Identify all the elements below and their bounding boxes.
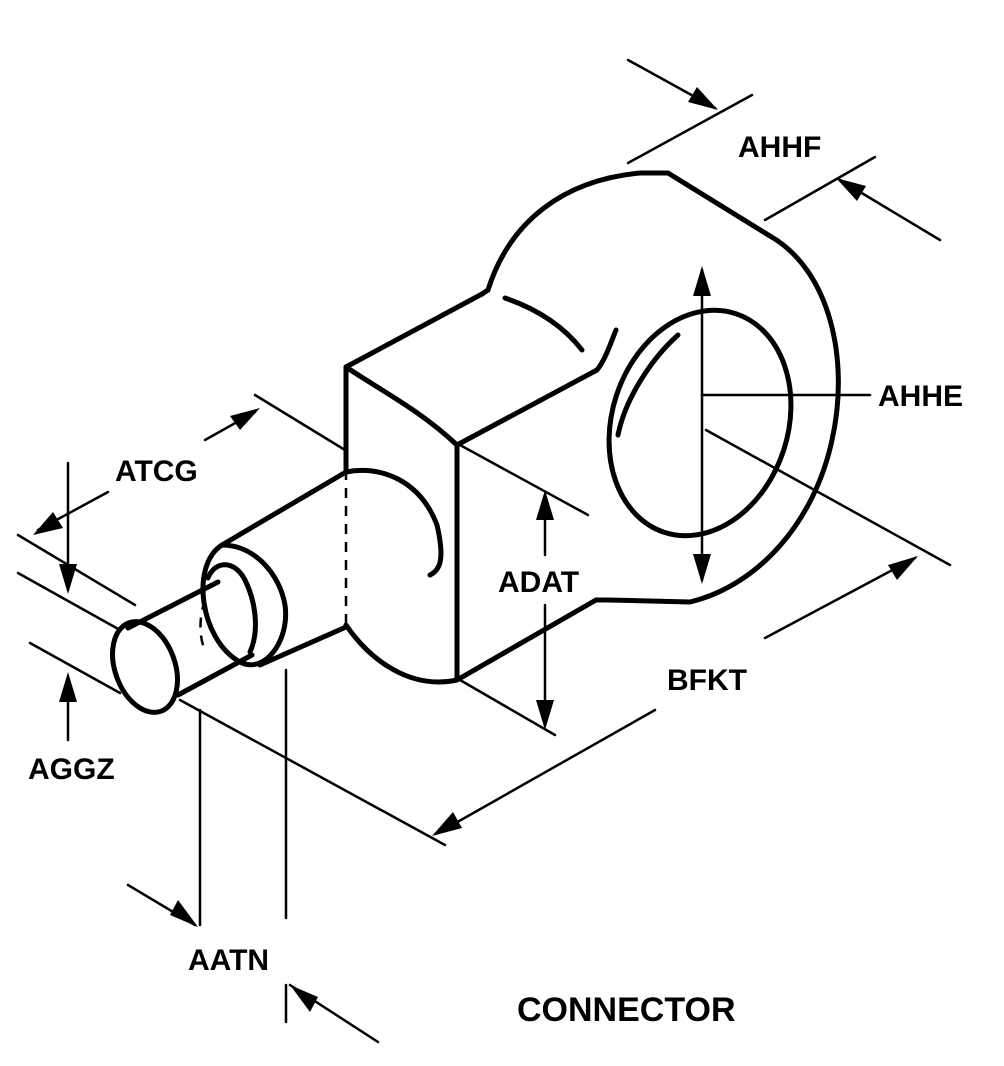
arrow-adat-bottom [536,700,554,730]
label-aggz: AGGZ [28,753,115,786]
label-atcg: ATCG [115,455,198,488]
eye-outer-contour [485,170,841,605]
arrow-aatn-right [290,985,318,1012]
label-ahhf: AHHF [738,131,821,164]
shaft-large-bottom [257,624,349,668]
arrow-ahhf-right [836,178,866,201]
arrow-ahhe-top [693,266,711,296]
arrow-ahhf-left [688,87,718,110]
part-outline [110,170,841,715]
eye-bore-inner-edge [615,332,681,438]
arrow-ahhe-bottom [693,554,711,584]
pin-end [110,619,180,715]
block-bottom [343,597,599,685]
diagram-title: CONNECTOR [517,991,736,1029]
arrow-adat-top [536,490,554,520]
shaft-large-top [219,467,444,578]
arrow-atcg-right [230,408,260,430]
arrow-aggz-bottom [59,672,77,702]
arrowheads [33,87,918,1012]
block-top-front [343,364,460,448]
pin-bottom [175,652,255,698]
dimension-lines [16,58,952,1044]
neck-lower-edge [454,327,619,448]
label-ahhe: AHHE [878,380,963,413]
shoulder-ring [200,542,289,668]
arrow-aatn-left [170,900,198,927]
neck-curve [502,295,585,353]
pin-hidden-edge [199,599,207,651]
label-adat: ADAT [498,566,579,599]
arrow-bfkt-right [888,556,918,580]
neck-upper-edge [343,287,491,370]
label-bfkt: BFKT [667,664,747,697]
arrow-bfkt-left [432,812,462,836]
arrow-aggz-top [59,564,77,594]
eye-bore [606,307,794,539]
label-aatn: AATN [188,944,269,977]
shoulder-inner [205,562,258,655]
dimension-labels: AHHF AHHE ATCG ADAT BFKT AGGZ AATN CONNE… [28,131,963,1029]
arrow-atcg-left [33,512,63,535]
